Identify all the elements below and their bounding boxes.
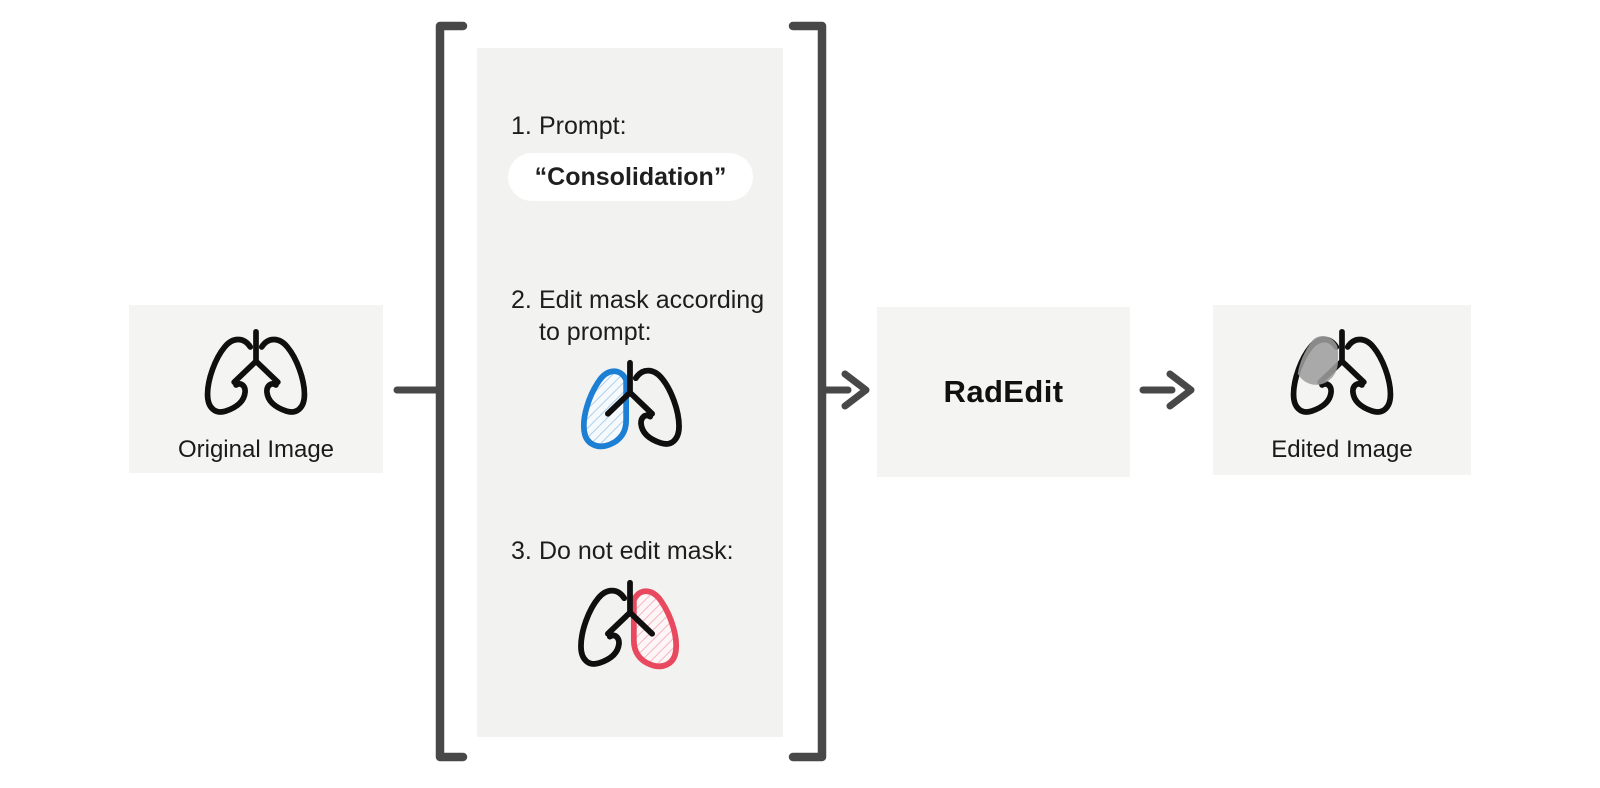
original-image-box: Original Image	[129, 305, 383, 473]
lungs-do-not-edit-mask-icon	[578, 579, 680, 670]
edited-image-box: Edited Image	[1213, 305, 1471, 475]
step-do-not-edit-mask: 3. Do not edit mask:	[511, 535, 734, 567]
radedit-label: RadEdit	[943, 374, 1064, 409]
lungs-edit-mask-icon	[580, 359, 682, 450]
step-number: 3.	[511, 537, 532, 565]
prompt-value-pill: “Consolidation”	[508, 153, 753, 201]
step-prompt: 1. Prompt:	[511, 110, 627, 142]
step-number: 1.	[511, 112, 532, 140]
arrow-right-icon	[818, 370, 870, 410]
step-number: 2.	[511, 286, 532, 314]
step-text: Prompt:	[539, 112, 627, 140]
bracket-right-icon	[788, 21, 827, 762]
consolidation-region	[1297, 336, 1339, 385]
step-text: Edit mask according to prompt:	[539, 286, 765, 346]
instruction-panel: 1. Prompt: “Consolidation” 2. Edit mask …	[477, 48, 783, 737]
prompt-value: “Consolidation”	[534, 162, 727, 191]
bracket-left-icon	[435, 21, 468, 762]
radedit-model-box: RadEdit	[877, 307, 1130, 477]
edited-image-label: Edited Image	[1271, 436, 1413, 463]
original-image-label: Original Image	[177, 436, 335, 463]
arrow-right-icon	[1139, 370, 1195, 410]
lungs-consolidation-icon	[1290, 328, 1394, 415]
step-text: Do not edit mask:	[539, 537, 734, 565]
step-edit-mask: 2. Edit mask according to prompt:	[511, 284, 777, 348]
lungs-icon	[204, 328, 308, 415]
